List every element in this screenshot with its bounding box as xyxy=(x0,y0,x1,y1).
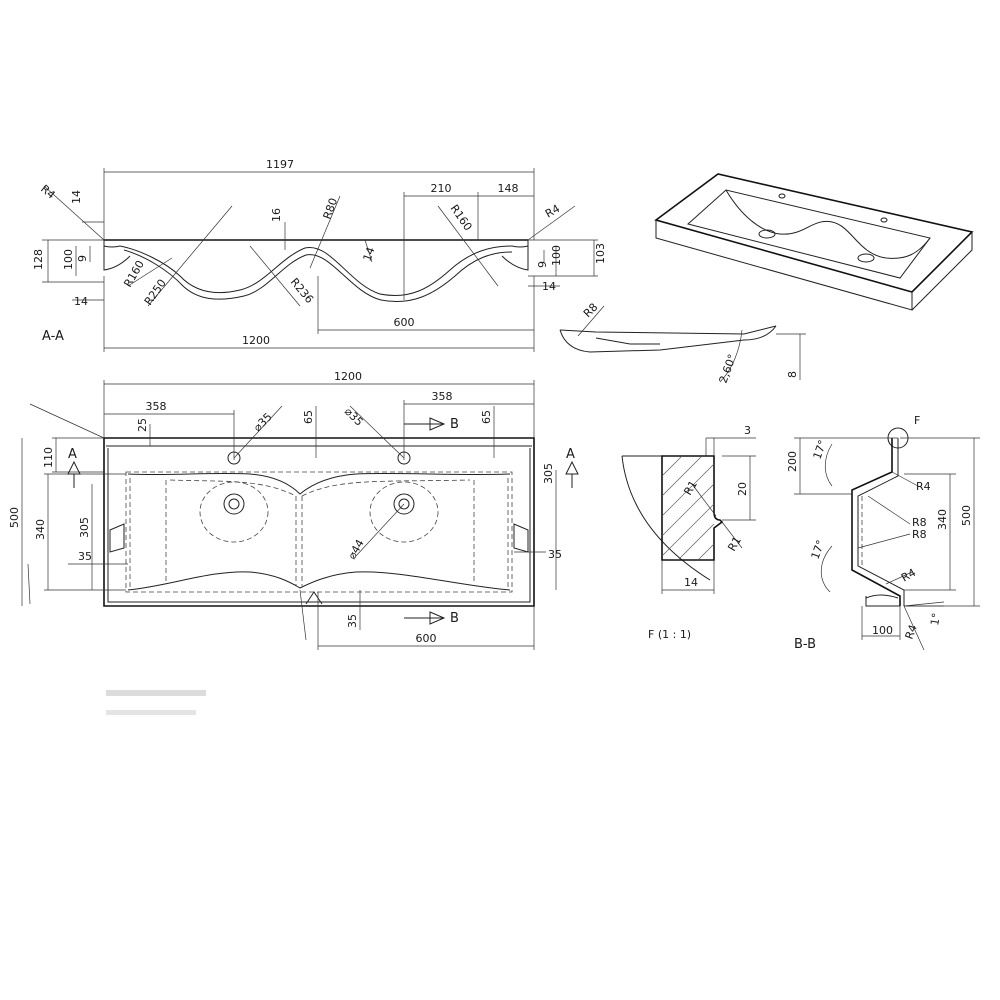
dim-25: 25 xyxy=(136,418,149,432)
dim-600-plan: 600 xyxy=(416,632,437,645)
dim-r1-a: R1 xyxy=(681,478,700,497)
dim-14-br: 14 xyxy=(542,280,556,293)
marker-f: F xyxy=(914,414,920,427)
dim-r160-left: R160 xyxy=(121,258,147,289)
dim-100-bb: 100 xyxy=(872,624,893,637)
dim-16: 16 xyxy=(270,208,283,222)
dim-r80: R80 xyxy=(321,196,341,221)
dim-358-left: 358 xyxy=(146,400,167,413)
dim-20: 20 xyxy=(736,482,749,496)
dim-340-bb: 340 xyxy=(936,509,949,530)
dim-103: 103 xyxy=(594,243,607,264)
dim-500-plan: 500 xyxy=(8,507,21,528)
dim-1200-plan: 1200 xyxy=(334,370,362,383)
dim-110: 110 xyxy=(42,447,55,468)
marker-b-bottom: B xyxy=(450,611,459,626)
dim-r8: R8 xyxy=(581,301,601,321)
dim-1200-aa: 1200 xyxy=(242,334,270,347)
dim-r4-bottom: R4 xyxy=(899,566,918,585)
dim-35-right: 35 xyxy=(548,548,562,561)
dim-r250: R250 xyxy=(142,277,169,308)
section-r8-view: R8 2,60° 8 xyxy=(559,301,806,385)
dim-r4-corner: R4 xyxy=(903,623,920,641)
dim-hole-left: ⌀35 xyxy=(251,410,275,434)
section-aa-label: A-A xyxy=(42,329,64,344)
dim-210: 210 xyxy=(431,182,452,195)
dim-3: 3 xyxy=(744,424,751,437)
dim-305-right: 305 xyxy=(542,463,555,484)
dim-angle-260: 2,60° xyxy=(717,352,739,385)
detail-f-view: 3 20 R1 R1 14 F (1 : 1) xyxy=(621,424,756,641)
dim-r1-b: R1 xyxy=(725,534,744,553)
section-bb-label: B-B xyxy=(794,637,816,652)
dim-148: 148 xyxy=(498,182,519,195)
dim-9-right: 9 xyxy=(536,261,549,268)
marker-b-top: B xyxy=(450,417,459,432)
dim-65-left: 65 xyxy=(302,410,315,424)
dim-35-bottom: 35 xyxy=(346,614,359,628)
dim-100-right: 100 xyxy=(550,245,563,266)
dim-17-top: 17° xyxy=(811,438,830,461)
dim-r4-top: R4 xyxy=(916,480,931,493)
faint-note-row xyxy=(106,710,196,715)
dim-17-bottom: 17° xyxy=(809,538,828,561)
dim-14-detail: 14 xyxy=(684,576,698,589)
dim-14-top: 14 xyxy=(70,190,83,204)
dim-r4-left: R4 xyxy=(38,182,58,201)
section-aa-view: 1197 210 148 R4 R4 14 16 R80 R160 128 10… xyxy=(32,158,607,352)
dim-100-left: 100 xyxy=(62,249,75,270)
marker-a-right: A xyxy=(566,447,575,462)
dim-drain-44: ⌀44 xyxy=(345,537,367,561)
section-bb-view: F 200 17° R4 R8 R8 340 500 17° R4 100 xyxy=(786,414,980,652)
dim-340-plan: 340 xyxy=(34,519,47,540)
dim-14-bl: 14 xyxy=(74,295,88,308)
dim-8: 8 xyxy=(786,371,799,378)
isometric-view xyxy=(654,173,974,311)
dim-r8-a: R8 xyxy=(912,516,927,529)
dim-1deg: 1° xyxy=(928,612,943,627)
dim-200: 200 xyxy=(786,451,799,472)
dim-65-right: 65 xyxy=(480,410,493,424)
dim-hole-right: ⌀35 xyxy=(342,405,366,429)
dim-r236: R236 xyxy=(288,276,316,306)
dim-305-left: 305 xyxy=(78,517,91,538)
dim-r4-right: R4 xyxy=(543,202,562,221)
detail-f-label: F (1 : 1) xyxy=(648,628,691,641)
dim-1197: 1197 xyxy=(266,158,294,171)
dim-14-mid: 14 xyxy=(361,245,378,263)
marker-a-left: A xyxy=(68,447,77,462)
plan-view: 1200 358 358 25 ⌀35 ⌀35 65 65 B 110 500 … xyxy=(8,370,579,715)
faint-note-row xyxy=(106,690,206,696)
dim-500-bb: 500 xyxy=(960,505,973,526)
dim-r160-right: R160 xyxy=(448,202,475,233)
dim-600-aa: 600 xyxy=(394,316,415,329)
dim-358-right: 358 xyxy=(432,390,453,403)
dim-9-left: 9 xyxy=(76,255,89,262)
dim-35-left: 35 xyxy=(78,550,92,563)
dim-r8-b: R8 xyxy=(912,528,927,541)
dim-128: 128 xyxy=(32,249,45,270)
